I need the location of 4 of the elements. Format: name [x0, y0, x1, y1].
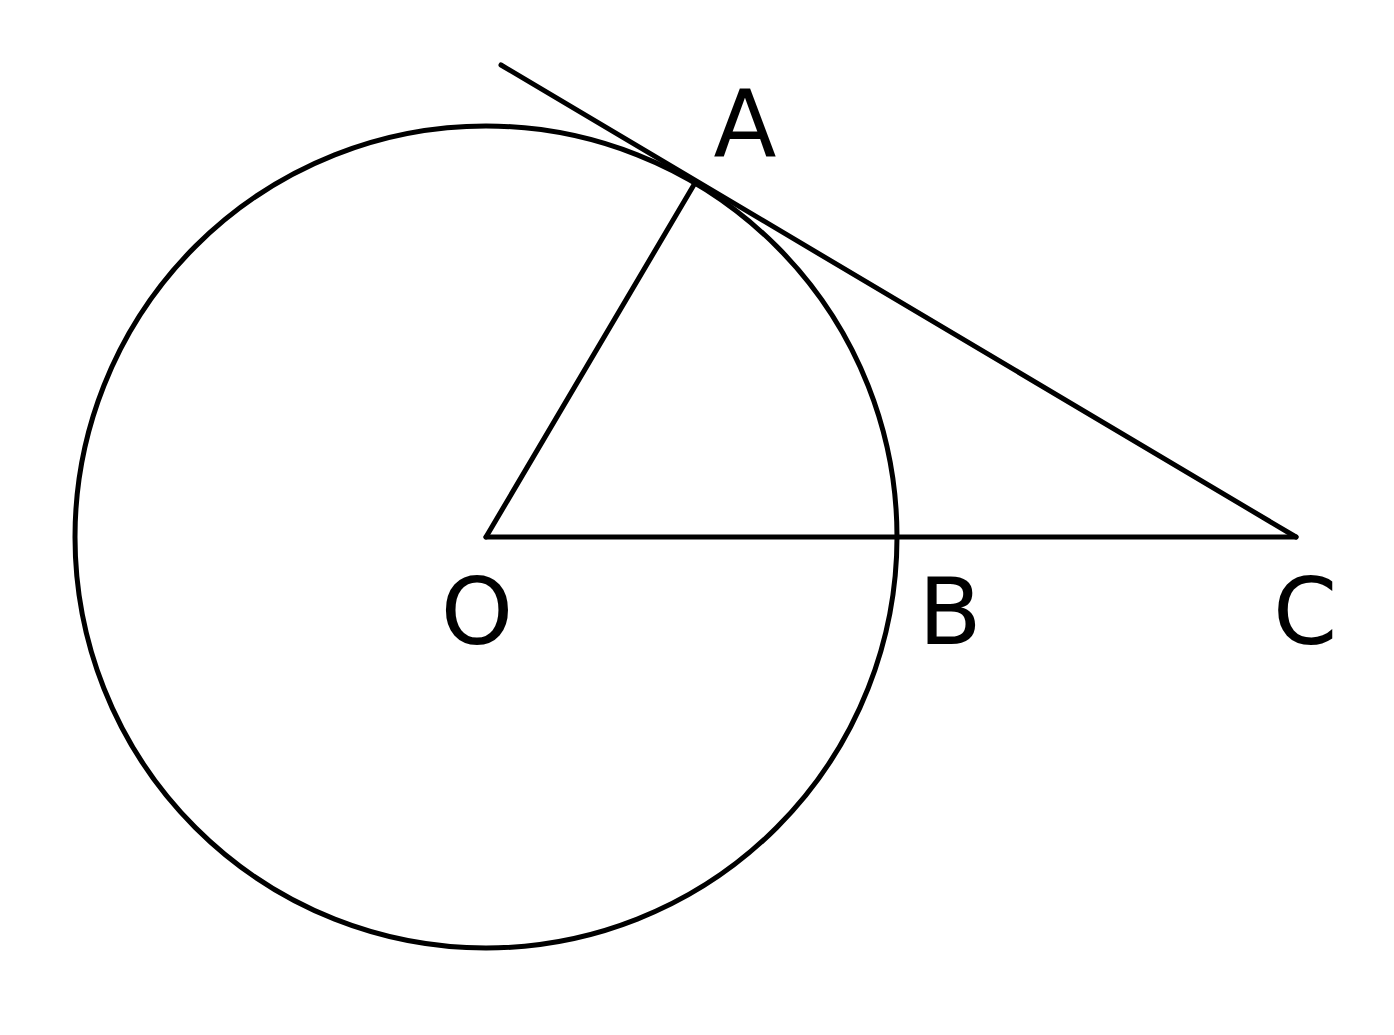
- point-label: C: [1272, 567, 1338, 659]
- point-label: O: [440, 567, 514, 659]
- point-label: B: [918, 567, 982, 659]
- point-label: A: [713, 79, 777, 171]
